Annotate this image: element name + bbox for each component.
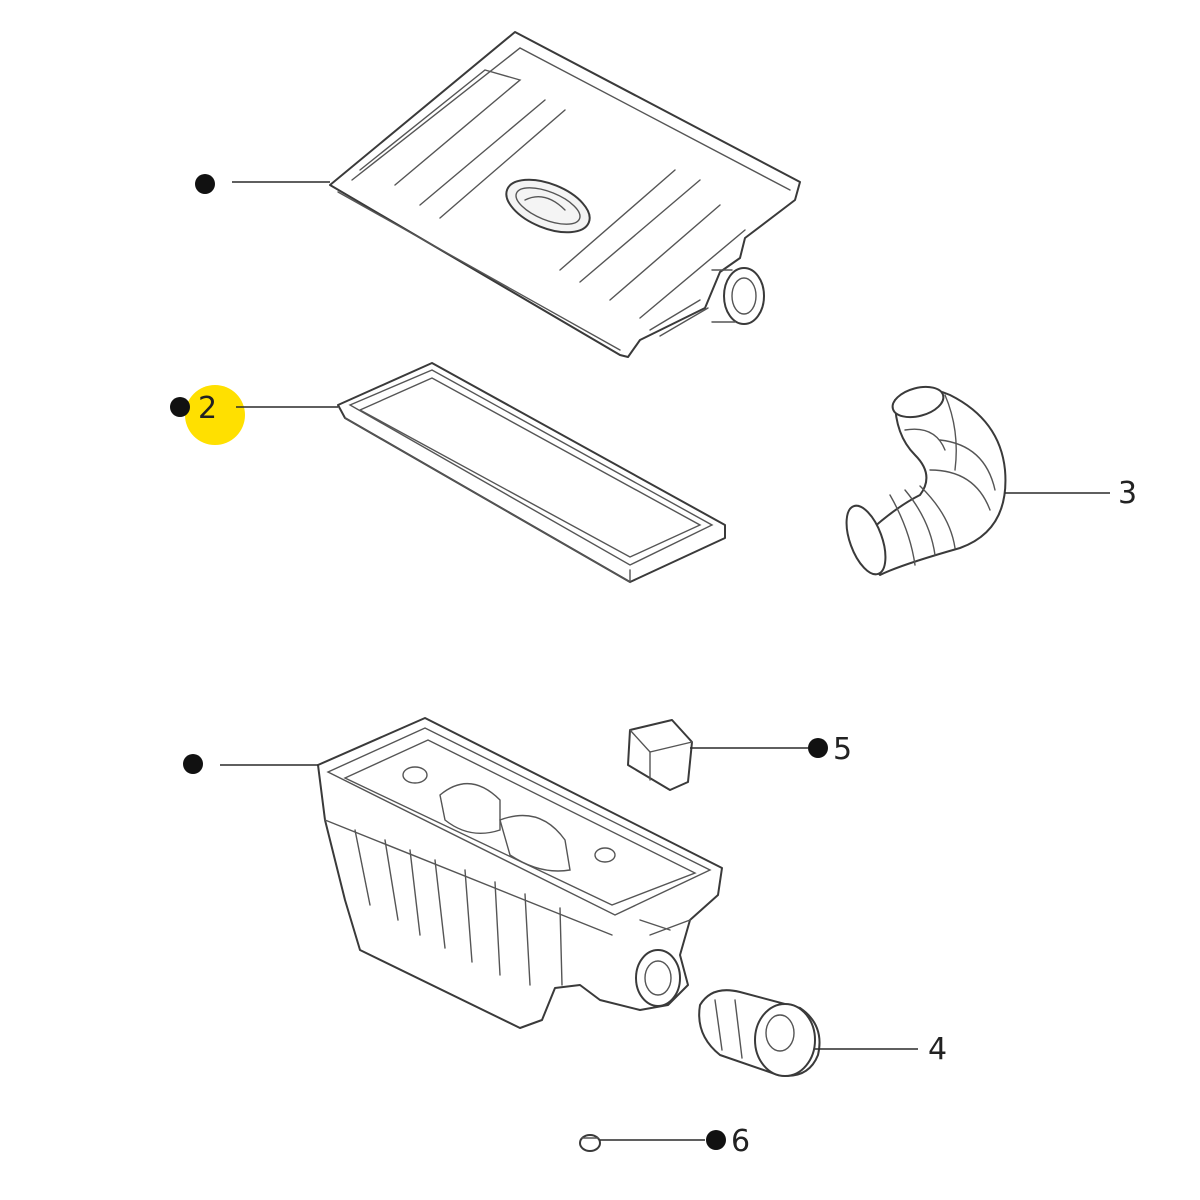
callout-6-label: 6	[731, 1124, 750, 1159]
callout-dot-icon	[183, 754, 203, 774]
callout-4[interactable]: 4	[815, 1032, 947, 1067]
callout-dot-icon	[170, 397, 190, 417]
callout-5-label: 5	[833, 732, 852, 767]
callout-2-label: 2	[198, 391, 217, 426]
callout-dot-icon	[808, 738, 828, 758]
cover-outlet-port	[649, 267, 765, 337]
callout-cover	[195, 174, 330, 194]
ford-logo-icon	[505, 178, 591, 234]
callout-highlight	[185, 385, 245, 445]
callout-housing	[183, 754, 318, 774]
intake-elbow[interactable]	[698, 989, 821, 1077]
callout-3-label: 3	[1118, 476, 1137, 511]
intake-hose-upper[interactable]	[839, 382, 1007, 580]
callout-5[interactable]: 5	[690, 732, 852, 767]
callout-dot-icon	[195, 174, 215, 194]
callout-2[interactable]: 2	[170, 385, 338, 445]
air-filter-element[interactable]	[337, 362, 726, 584]
fastener-grommet[interactable]	[579, 1134, 601, 1152]
callout-6[interactable]: 6	[600, 1124, 750, 1159]
callout-4-label: 4	[928, 1032, 947, 1067]
callout-3[interactable]: 3	[1005, 476, 1137, 511]
mounting-clip[interactable]	[627, 719, 693, 791]
callout-dot-icon	[706, 1130, 726, 1150]
air-cleaner-housing[interactable]	[317, 717, 723, 1029]
air-cleaner-cover[interactable]	[329, 31, 801, 358]
